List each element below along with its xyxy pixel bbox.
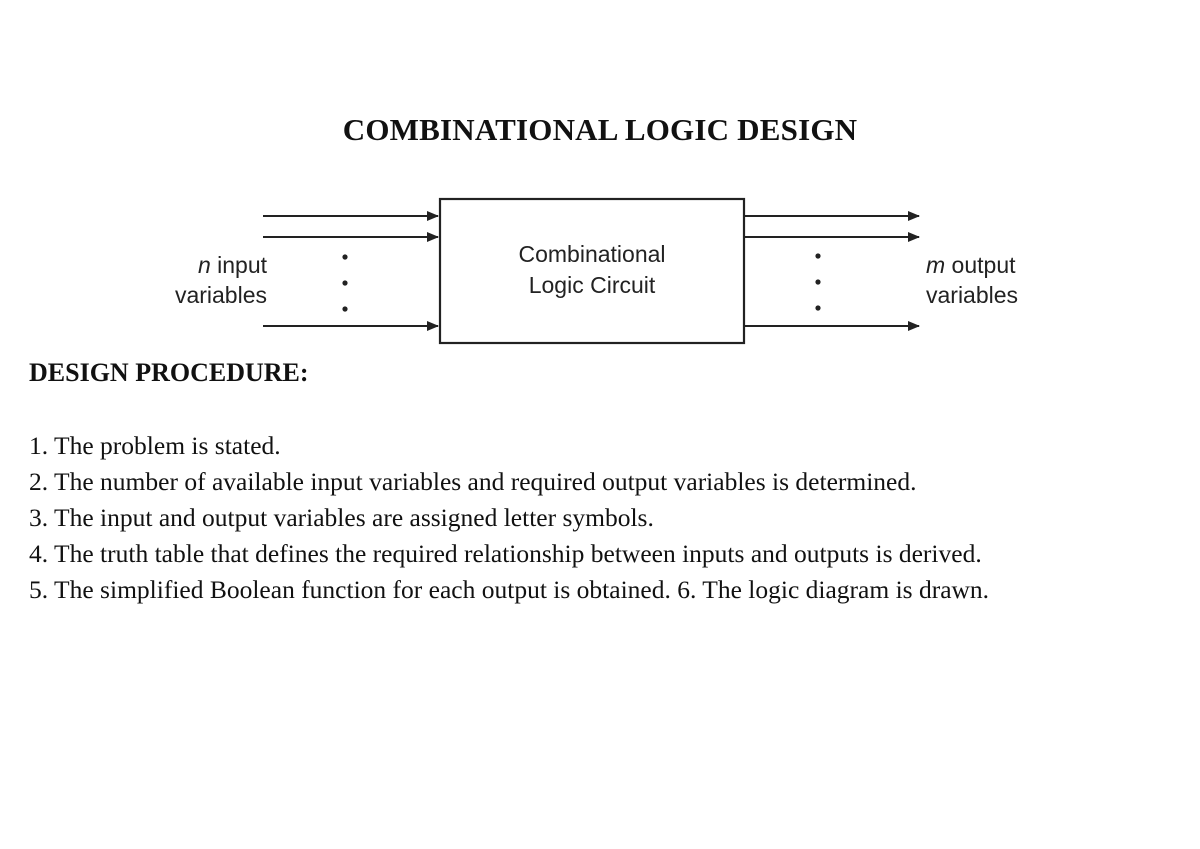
logic-circuit-label: Combinational Logic Circuit [440,239,744,301]
input-label-line2: variables [174,282,267,308]
input-variables-label: n input variables [150,250,267,310]
input-ellipsis-dots [342,254,348,312]
procedure-step: 3. The input and output variables are as… [29,503,654,532]
input-arrows [263,211,439,331]
block-diagram: n input variables Combinational Logic Ci… [0,0,1200,360]
page-title: COMBINATIONAL LOGIC DESIGN [342,112,858,147]
output-variables-label: m output variables [926,250,1066,310]
output-label-text: output [945,252,1016,278]
output-label-line2: variables [926,282,1019,308]
procedure-step: 4. The truth table that defines the requ… [29,539,982,568]
input-label-text: input [210,252,267,278]
diagram-graphic [263,197,920,345]
input-var-symbol: n [197,252,211,278]
output-var-symbol: m [926,252,946,278]
procedure-step: 1. The problem is stated. [29,431,281,460]
procedure-step: 5. The simplified Boolean function for e… [29,575,990,604]
procedure-steps: 1. The problem is stated. 2. The number … [29,428,989,608]
output-ellipsis-dots [815,253,821,311]
logic-circuit-box [438,197,746,345]
block-label-line2: Logic Circuit [528,272,656,298]
output-arrows [744,211,920,331]
block-label-line1: Combinational [518,241,666,267]
procedure-heading: DESIGN PROCEDURE: [29,358,309,387]
procedure-step: 2. The number of available input variabl… [29,467,917,496]
